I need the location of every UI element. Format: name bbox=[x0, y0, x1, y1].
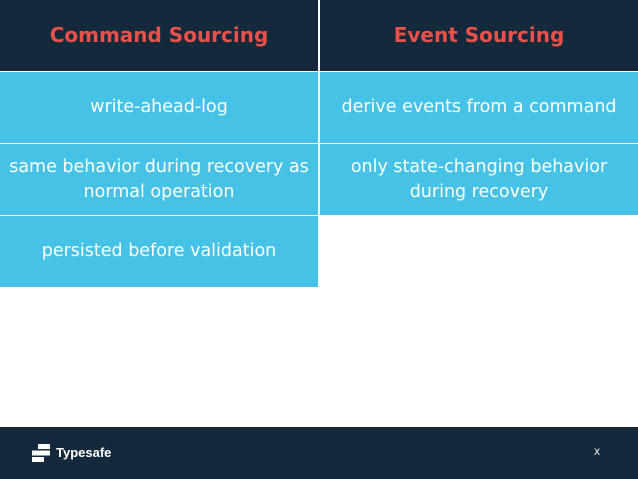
table-row: persisted before validation bbox=[0, 216, 638, 287]
table-header-row: Command Sourcing Event Sourcing bbox=[0, 0, 638, 71]
header-event-sourcing: Event Sourcing bbox=[320, 0, 638, 71]
comparison-table: Command Sourcing Event Sourcing write-ah… bbox=[0, 0, 638, 287]
header-command-sourcing: Command Sourcing bbox=[0, 0, 318, 71]
slide-footer: Typesafe X bbox=[0, 427, 638, 479]
table-cell: write-ahead-log bbox=[0, 72, 318, 143]
table-cell-empty bbox=[320, 216, 638, 287]
table-cell: only state-changing behavior during reco… bbox=[320, 144, 638, 215]
brand-name: Typesafe bbox=[56, 445, 112, 460]
table-cell: derive events from a command bbox=[320, 72, 638, 143]
table-row: same behavior during recovery as normal … bbox=[0, 144, 638, 215]
table-cell: persisted before validation bbox=[0, 216, 318, 287]
typesafe-logo-icon bbox=[32, 444, 50, 462]
table-cell: same behavior during recovery as normal … bbox=[0, 144, 318, 215]
page-marker: X bbox=[594, 448, 601, 458]
table-row: write-ahead-log derive events from a com… bbox=[0, 72, 638, 143]
